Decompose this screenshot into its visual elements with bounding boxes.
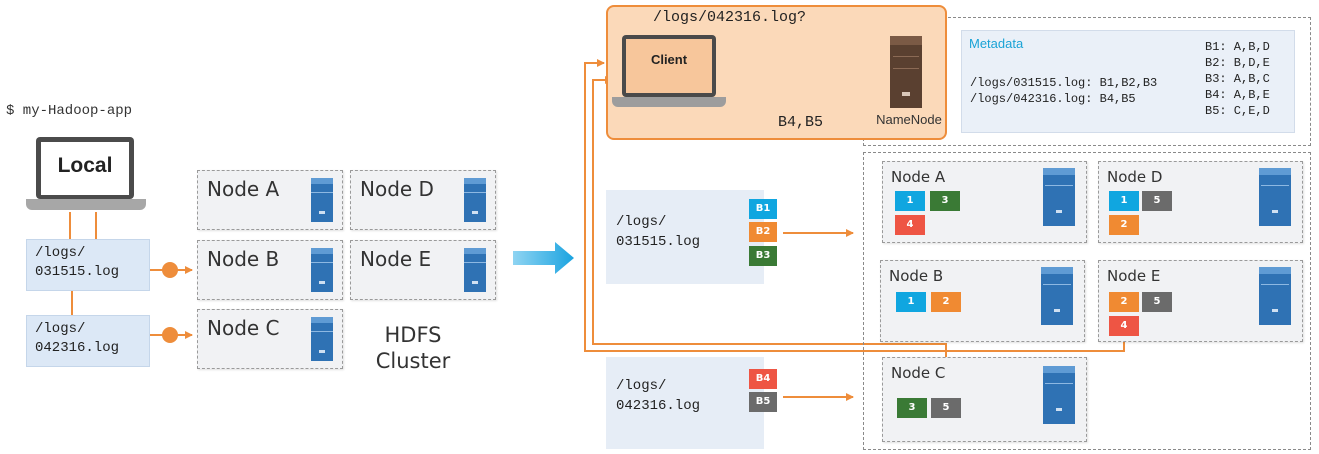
server-icon <box>1259 168 1291 226</box>
namenode-server-icon <box>890 36 922 108</box>
metadata-block-line: B2: B,D,E <box>1205 56 1270 70</box>
file-line: /logs/ <box>35 321 86 337</box>
file-line: /logs/ <box>35 245 86 261</box>
cluster-line: Cluster <box>375 349 451 373</box>
metadata-box <box>961 30 1295 133</box>
response-text: B4,B5 <box>778 114 824 131</box>
block-4: 4 <box>895 215 925 235</box>
right-node-d: Node D 1 5 2 <box>1098 161 1303 243</box>
left-node-d: Node D <box>350 170 496 230</box>
block-4: 4 <box>1109 316 1139 336</box>
block-b4: B4 <box>749 369 777 389</box>
block-b3: B3 <box>749 246 777 266</box>
block-b5: B5 <box>749 392 777 412</box>
left-node-c: Node C <box>197 309 343 369</box>
metadata-file-line: /logs/031515.log: B1,B2,B3 <box>970 76 1158 90</box>
right-node-a: Node A 1 3 4 <box>882 161 1087 243</box>
server-icon <box>1259 267 1291 325</box>
block-1: 1 <box>896 292 926 312</box>
block-3: 3 <box>930 191 960 211</box>
server-icon <box>464 178 486 222</box>
doc-line: /logs/ <box>616 214 667 230</box>
metadata-file-line: /logs/042316.log: B4,B5 <box>970 92 1136 106</box>
block-3: 3 <box>897 398 927 418</box>
node-label: Node E <box>1107 267 1161 285</box>
left-node-a: Node A <box>197 170 343 230</box>
doc-line: 031515.log <box>616 234 701 250</box>
laptop-icon: Local <box>26 137 146 217</box>
doc-line: 042316.log <box>616 398 701 414</box>
node-label: Node A <box>207 177 280 201</box>
metadata-title: Metadata <box>969 36 1024 51</box>
file-031515: /logs/ 031515.log <box>26 239 150 291</box>
file-path: /logs/ 042316.log <box>35 320 119 358</box>
metadata-block-line: B5: C,E,D <box>1205 104 1270 118</box>
node-label: Node D <box>360 177 434 201</box>
block-b1: B1 <box>749 199 777 219</box>
node-label: Node C <box>891 364 946 382</box>
right-node-e: Node E 2 5 4 <box>1098 260 1303 342</box>
left-node-e: Node E <box>350 240 496 300</box>
server-icon <box>1041 267 1073 325</box>
block-b2: B2 <box>749 222 777 242</box>
left-node-b: Node B <box>197 240 343 300</box>
laptop-label: Local <box>57 154 113 177</box>
doc-line: /logs/ <box>616 378 667 394</box>
block-2: 2 <box>1109 215 1139 235</box>
block-1: 1 <box>1109 191 1139 211</box>
metadata-block-line: B1: A,B,D <box>1205 40 1270 54</box>
block-5: 5 <box>1142 191 1172 211</box>
namenode-label: NameNode <box>876 112 942 127</box>
node-label: Node C <box>207 316 280 340</box>
query-text: /logs/042316.log? <box>653 9 807 26</box>
right-node-b: Node B 1 2 <box>880 260 1085 342</box>
node-label: Node E <box>360 247 432 271</box>
block-1: 1 <box>895 191 925 211</box>
server-icon <box>464 248 486 292</box>
node-label: Node A <box>891 168 946 186</box>
block-5: 5 <box>931 398 961 418</box>
node-label: Node D <box>1107 168 1163 186</box>
metadata-block-list: B1: A,B,D B2: B,D,E B3: A,B,C B4: A,B,E … <box>1205 39 1270 119</box>
node-label: Node B <box>889 267 944 285</box>
server-icon <box>311 317 333 361</box>
command-text: $ my-Hadoop-app <box>6 103 133 119</box>
metadata-block-line: B3: A,B,C <box>1205 72 1270 86</box>
right-node-c: Node C 3 5 <box>882 357 1087 442</box>
client-label: Client <box>650 52 688 67</box>
cluster-line: HDFS <box>384 323 442 347</box>
file-line: 031515.log <box>35 264 120 280</box>
server-icon <box>311 178 333 222</box>
block-5: 5 <box>1142 292 1172 312</box>
cluster-label: HDFS Cluster <box>365 322 461 374</box>
block-2: 2 <box>1109 292 1139 312</box>
node-label: Node B <box>207 247 280 271</box>
server-icon <box>1043 366 1075 424</box>
file-042316: /logs/ 042316.log <box>26 315 150 367</box>
client-laptop-icon: Client <box>612 35 726 113</box>
file-path: /logs/ 031515.log <box>35 244 119 282</box>
doc-031515: /logs/ 031515.log <box>606 190 764 284</box>
block-2: 2 <box>931 292 961 312</box>
doc-042316: /logs/ 042316.log <box>606 357 764 449</box>
cluster-container <box>863 152 1311 450</box>
server-icon <box>311 248 333 292</box>
file-line: 042316.log <box>35 340 120 356</box>
server-icon <box>1043 168 1075 226</box>
metadata-block-line: B4: A,B,E <box>1205 88 1270 102</box>
